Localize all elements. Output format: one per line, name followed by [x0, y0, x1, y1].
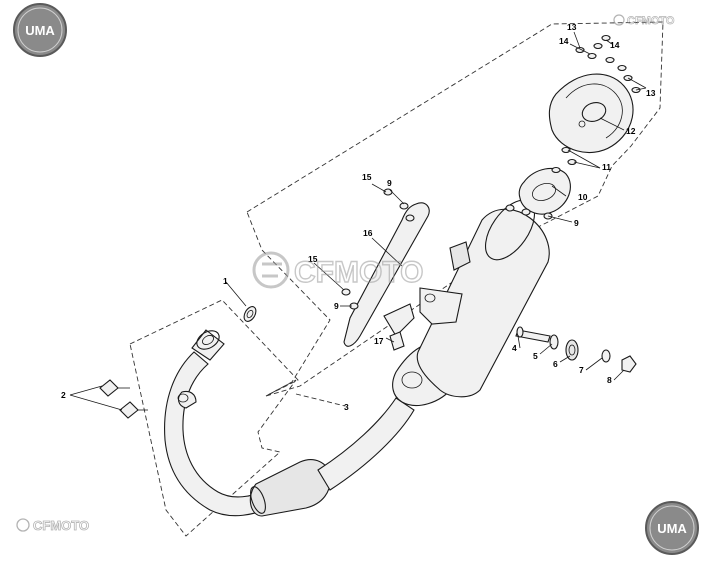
heat-shield	[343, 202, 430, 347]
mount-stack	[515, 326, 637, 373]
gasket-flange	[518, 167, 571, 215]
leader-lines	[69, 31, 647, 411]
callout-11: 11	[602, 162, 611, 172]
callout-6: 6	[553, 359, 558, 369]
link-pipe	[317, 397, 415, 491]
callout-14-left: 14	[559, 36, 569, 46]
header-nuts	[99, 379, 148, 419]
heat-shield-bracket	[383, 303, 415, 337]
callout-leader-3	[295, 393, 346, 407]
callout-15-top: 15	[362, 172, 372, 182]
cfmoto-watermark-text: CFMOTO	[294, 256, 423, 289]
callout-5: 5	[533, 351, 538, 361]
callout-17: 17	[374, 336, 384, 346]
catalyst-section	[249, 459, 331, 517]
header-pipe-boundary-outline	[129, 299, 299, 537]
uma-logo-bottom-right-text: UMA	[657, 521, 687, 536]
callout-12: 12	[626, 126, 636, 136]
muffler-body	[416, 199, 550, 398]
hardware-13-14	[551, 34, 641, 174]
cfmoto-logo-top-right: CFMOTO	[613, 14, 675, 27]
callout-9-mid: 9	[334, 301, 339, 311]
assembly-boundary-outline	[246, 21, 664, 397]
uma-logo-top-left-text: UMA	[25, 23, 55, 38]
callout-2: 2	[61, 390, 66, 400]
callout-4: 4	[512, 343, 517, 353]
callout-16: 16	[363, 228, 373, 238]
cfmoto-logo-bottom-left: CFMOTO	[16, 518, 89, 533]
callout-1: 1	[223, 276, 228, 286]
cfmoto-logo-top-right-text: CFMOTO	[627, 15, 675, 27]
callout-9-right: 9	[574, 218, 579, 228]
uma-logo-bottom-right: UMA	[645, 501, 699, 555]
muffler-mount-bracket	[419, 287, 463, 325]
uma-logo-top-left: UMA	[13, 3, 67, 57]
gasket-ring	[243, 306, 257, 322]
callout-8: 8	[607, 375, 612, 385]
callout-7: 7	[579, 365, 584, 375]
callout-14-right: 14	[610, 40, 620, 50]
end-cap	[548, 73, 634, 154]
bolt-17	[389, 331, 405, 351]
callout-13-top: 13	[567, 22, 577, 32]
callout-3: 3	[344, 402, 349, 412]
callout-10: 10	[578, 192, 588, 202]
cfmoto-logo-bottom-left-text: CFMOTO	[33, 518, 89, 533]
callout-15-mid: 15	[308, 254, 318, 264]
callout-13-right: 13	[646, 88, 656, 98]
cfmoto-watermark-center: CFMOTO	[252, 251, 424, 290]
callout-9-top: 9	[387, 178, 392, 188]
